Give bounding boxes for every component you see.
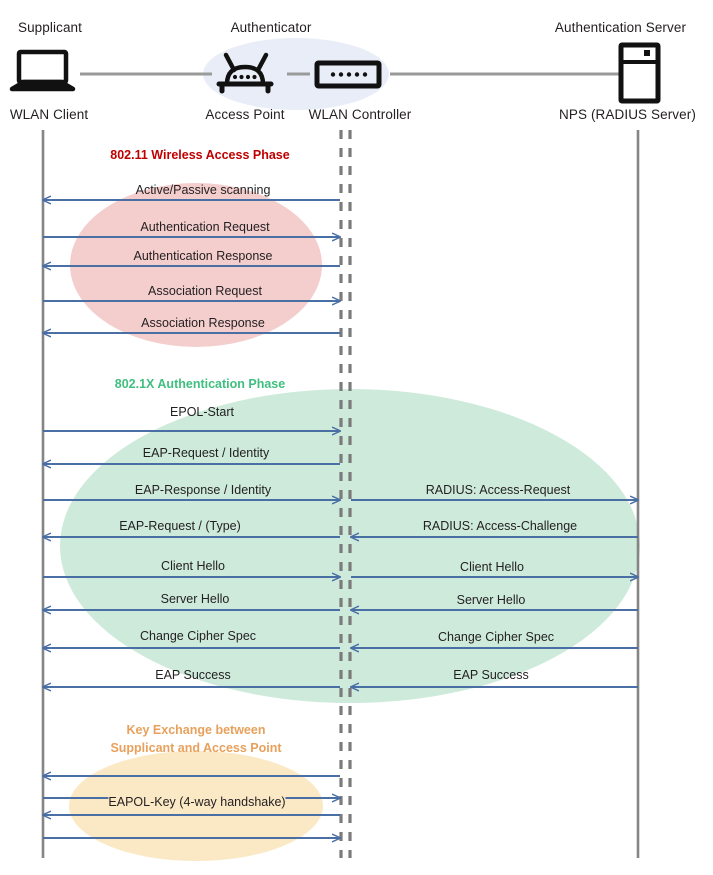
- msg-label-change-cipher-spec-left: Change Cipher Spec: [139, 629, 257, 643]
- msg-label-radius-access-request: RADIUS: Access-Request: [425, 483, 571, 497]
- msg-label-authentication-request: Authentication Request: [140, 220, 270, 234]
- msg-label-epol-start: EPOL-Start: [170, 405, 234, 419]
- msg-label-eap-request-identity: EAP-Request / Identity: [142, 446, 270, 460]
- msg-label-authentication-response: Authentication Response: [133, 249, 273, 263]
- phase-title-key-exchange-line1: Key Exchange between: [126, 723, 266, 737]
- msg-label-change-cipher-spec-right: Change Cipher Spec: [437, 630, 555, 644]
- phase-80211-ellipse: [70, 183, 322, 347]
- msg-label-client-hello-right: Client Hello: [460, 560, 524, 574]
- msg-label-eap-success-left: EAP Success: [155, 668, 231, 682]
- msg-label-association-response: Association Response: [141, 316, 265, 330]
- msg-label-eapol-key: EAPOL-Key (4-way handshake): [108, 795, 286, 809]
- msg-label-eap-success-right: EAP Success: [453, 668, 529, 682]
- left-arrows: [43, 200, 340, 838]
- device-label-nps: NPS (RADIUS Server): [559, 107, 696, 122]
- phase-title-80211: 802.11 Wireless Access Phase: [110, 148, 290, 162]
- phase-title-8021x: 802.1X Authentication Phase: [114, 377, 286, 391]
- role-label-authenticator: Authenticator: [230, 20, 312, 35]
- phase-title-key-exchange-line2: Supplicant and Access Point: [110, 741, 282, 755]
- msg-label-server-hello-right: Server Hello: [456, 593, 526, 607]
- access-point-icon: [216, 52, 274, 94]
- server-icon: [618, 42, 661, 104]
- wlan-controller-icon: [314, 60, 382, 89]
- msg-label-server-hello-left: Server Hello: [160, 592, 230, 606]
- msg-label-active-passive-scanning: Active/Passive scanning: [135, 183, 271, 197]
- role-label-supplicant: Supplicant: [17, 20, 83, 35]
- device-label-wlan-client: WLAN Client: [9, 107, 89, 122]
- msg-label-eap-request-type: EAP-Request / (Type): [119, 519, 241, 533]
- msg-label-client-hello-left: Client Hello: [161, 559, 225, 573]
- right-arrows: [351, 500, 638, 687]
- role-label-auth-server: Authentication Server: [554, 20, 687, 35]
- msg-label-association-request: Association Request: [148, 284, 262, 298]
- device-label-wlan-controller: WLAN Controller: [308, 107, 412, 122]
- msg-label-radius-access-challenge: RADIUS: Access-Challenge: [422, 519, 578, 533]
- laptop-icon: [9, 49, 76, 92]
- msg-label-eap-response-identity: EAP-Response / Identity: [134, 483, 272, 497]
- device-label-access-point: Access Point: [205, 107, 285, 122]
